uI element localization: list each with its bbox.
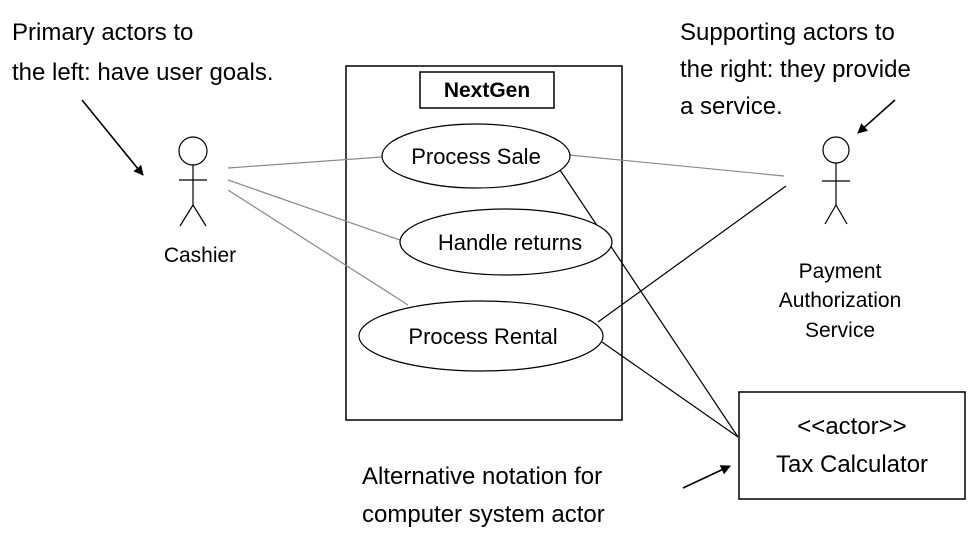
primary-note-arrow — [81, 99, 144, 176]
use-case-handle-returns: Handle returns — [399, 208, 613, 276]
use-case-label: Process Rental — [408, 324, 557, 349]
system-title-box — [419, 71, 555, 109]
tax-calculator-label: Tax Calculator — [776, 451, 928, 478]
tax-calculator-stereotype: <<actor>> — [797, 413, 906, 440]
supporting-note-line-2: the right: they provide — [680, 56, 911, 83]
primary-note-line-2: the left: have user goals. — [12, 59, 274, 86]
association-cashier-process-rental — [227, 189, 409, 306]
association-cashier-handle-returns — [227, 179, 401, 241]
use-case-process-sale: Process Sale — [381, 123, 571, 189]
primary-note-line-1: Primary actors to — [12, 19, 193, 46]
payment-label-line-2: Authorization — [779, 289, 902, 312]
tax-calculator-box — [738, 391, 966, 500]
actor-left-leg — [179, 204, 194, 227]
cashier-label: Cashier — [164, 244, 236, 267]
association-process-rental-tax — [601, 341, 739, 438]
alternative-note-arrow — [682, 465, 731, 489]
primary-actors-note: Primary actors to the left: have user go… — [12, 19, 274, 86]
system-boundary — [345, 65, 623, 421]
alternative-note-line-2: computer system actor — [362, 501, 605, 528]
supporting-note-arrow — [857, 99, 896, 134]
use-case-ellipse — [381, 123, 571, 189]
actor-head — [178, 136, 208, 166]
association-process-sale-payment — [568, 154, 785, 177]
alternative-note-line-1: Alternative notation for — [362, 463, 602, 490]
payment-label: Payment Authorization Service — [779, 260, 902, 342]
alternative-notation-note: Alternative notation for computer system… — [362, 463, 605, 528]
use-case-label: Handle returns — [438, 230, 582, 255]
associations — [227, 154, 785, 306]
actor-head — [822, 136, 850, 164]
use-case-ellipse — [358, 300, 604, 372]
supporting-actors-note: Supporting actors to the right: they pro… — [680, 19, 911, 120]
cashier-stick-figure — [178, 136, 208, 227]
use-case-label: Process Sale — [411, 144, 541, 169]
system-title: NextGen — [444, 79, 530, 102]
association-process-sale-tax — [559, 169, 739, 438]
supporting-note-line-1: Supporting actors to — [680, 19, 895, 46]
payment-label-line-1: Payment — [799, 260, 882, 283]
actor-left-leg — [824, 204, 837, 225]
supporting-note-line-3: a service. — [680, 93, 783, 120]
association-cashier-process-sale — [227, 156, 383, 169]
associations-dark — [559, 169, 787, 438]
payment-label-line-3: Service — [805, 319, 875, 342]
use-case-ellipse — [399, 208, 613, 276]
payment-stick-figure — [822, 136, 850, 225]
association-process-rental-payment — [597, 185, 787, 323]
use-case-process-rental: Process Rental — [358, 300, 604, 372]
actor-right-leg — [835, 204, 848, 225]
actor-right-leg — [192, 204, 207, 227]
